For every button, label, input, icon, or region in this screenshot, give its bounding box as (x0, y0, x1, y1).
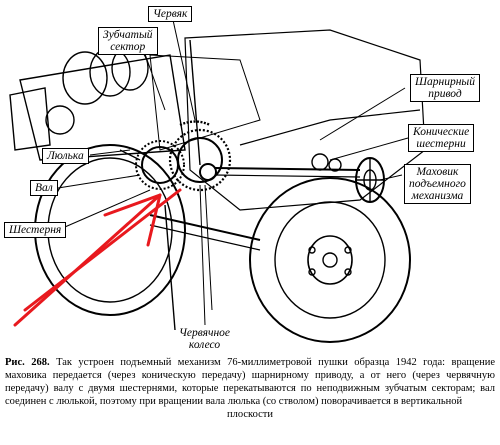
label-val: Вал (30, 180, 58, 196)
label-zubchaty-line1: Зубчатый (103, 29, 153, 41)
figure-caption: Рис. 268. Так устроен подъемный механизм… (5, 356, 495, 421)
gun-mechanism-drawing (9, 19, 426, 343)
label-chervyachnoe-line2: колесо (188, 339, 221, 351)
label-mahovik-line1: Маховик (416, 166, 459, 178)
gun-body (9, 29, 426, 343)
label-shesternya: Шестерня (4, 222, 67, 238)
label-chervyachnoe-koleso: Червячное колесо (175, 326, 234, 352)
label-zubchaty-line2: сектор (110, 41, 146, 53)
label-shesternya-text: Шестерня (9, 224, 62, 236)
label-konicheskie-line1: Конические (413, 126, 470, 138)
caption-text: Так устроен подъемный механизм 76-миллим… (5, 357, 496, 407)
label-chervyachnoe-line1: Червячное (179, 327, 231, 339)
label-lyulka: Люлька (42, 148, 89, 164)
leader-lines (57, 19, 409, 326)
label-chervyak: Червяк (148, 6, 193, 22)
caption-figure-number: Рис. 268. (5, 357, 50, 368)
label-sharnirny-privod: Шарнирный привод (410, 74, 480, 102)
label-lyulka-text: Люлька (47, 150, 84, 162)
caption-last-line: плоскости (227, 409, 273, 420)
label-mahovik-line3: механизма (411, 190, 464, 202)
label-mahovik: Маховик подъемного механизма (404, 164, 471, 204)
label-chervyak-text: Червяк (153, 8, 188, 20)
label-zubchaty-sektor: Зубчатый сектор (98, 27, 158, 55)
label-val-text: Вал (35, 182, 53, 194)
red-arrow-icon (13, 188, 182, 327)
label-konicheskie-shesterni: Конические шестерни (408, 124, 475, 152)
label-sharnirny-line2: привод (428, 88, 462, 100)
label-sharnirny-line1: Шарнирный (415, 76, 475, 88)
label-konicheskie-line2: шестерни (416, 138, 466, 150)
label-mahovik-line2: подъемного (409, 178, 466, 190)
